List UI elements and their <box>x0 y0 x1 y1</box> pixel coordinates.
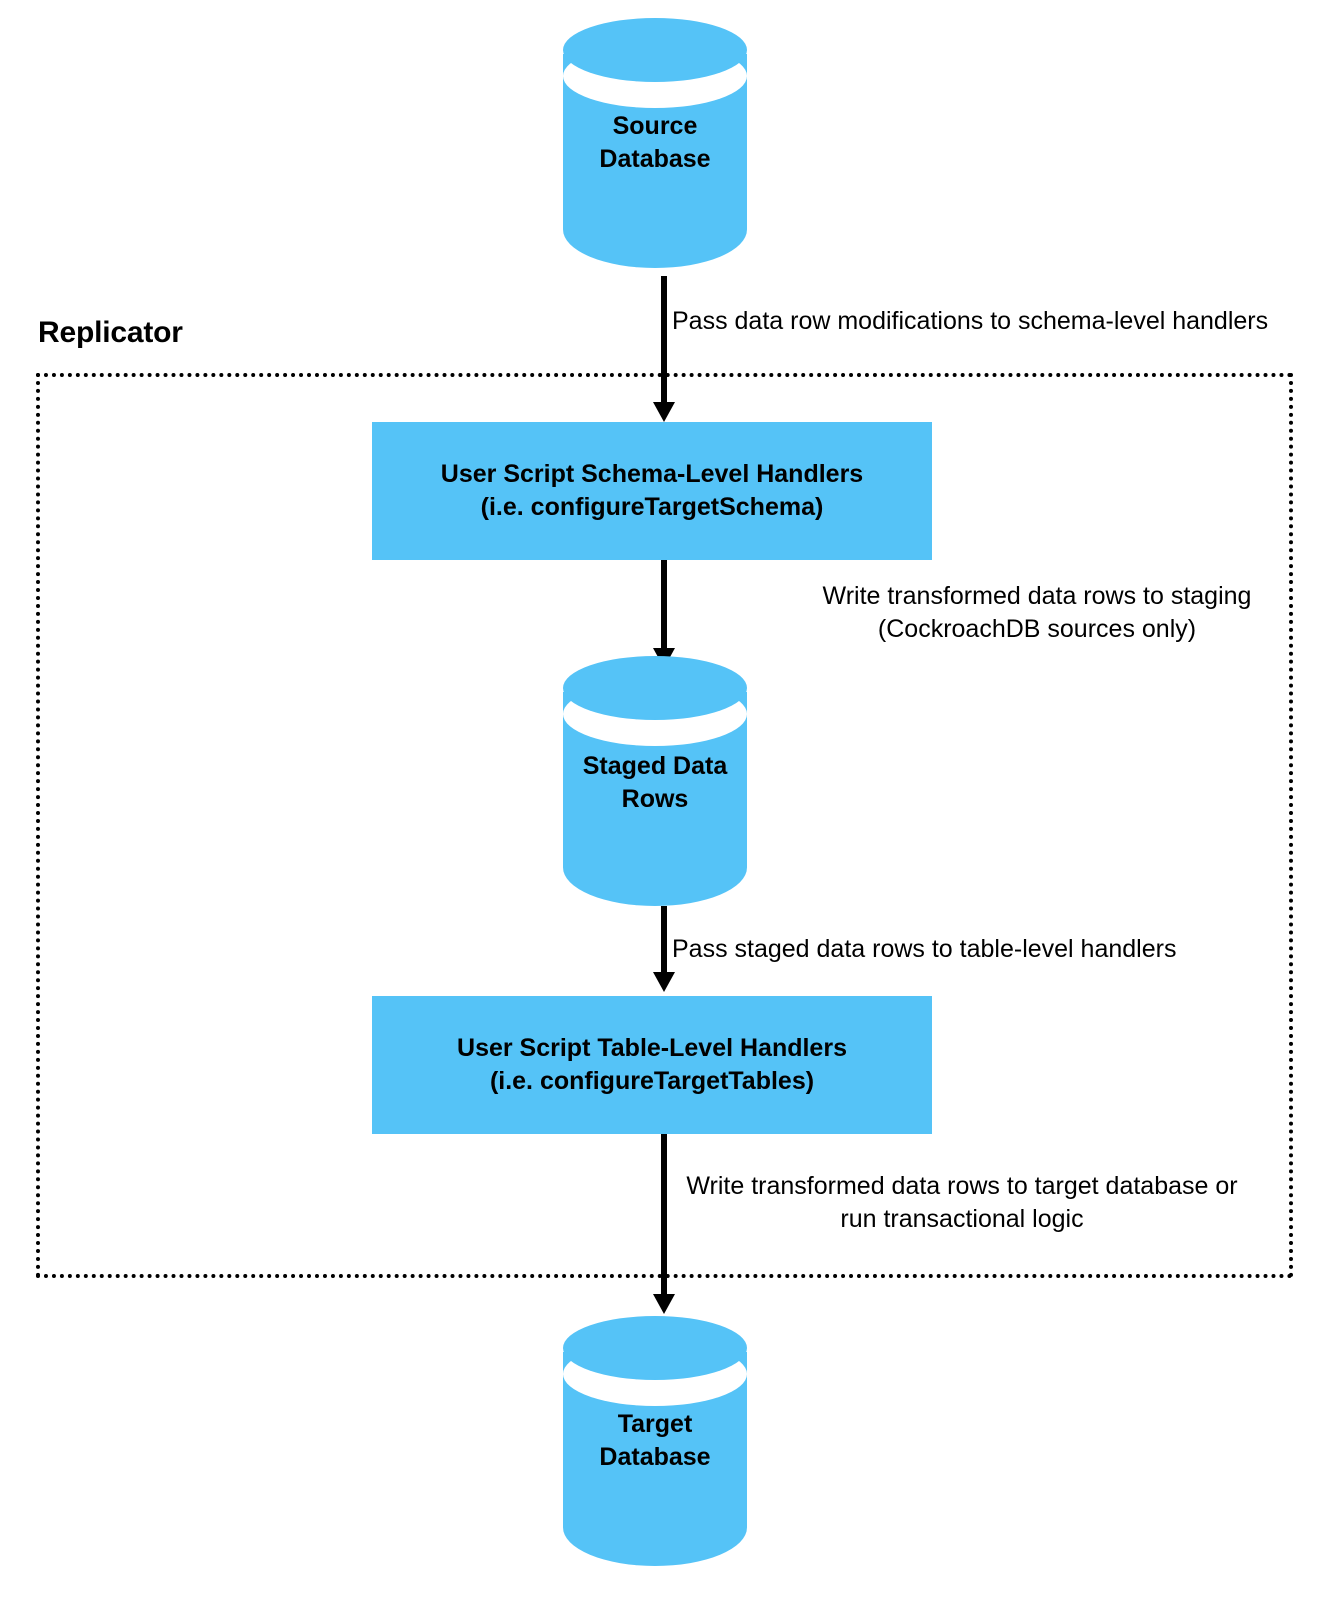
edge-label-write-to-target-database: Write transformed data rows to target da… <box>686 1172 1238 1233</box>
edge-label-pass-data-row-modifications: Pass data row modifications to schema-le… <box>672 307 1269 335</box>
node-label-staged-data-rows: Staged Data Rows <box>582 752 728 813</box>
arrow-staged-rows-to-table-handlers <box>653 906 675 992</box>
arrow-shaft <box>661 560 667 650</box>
node-staged-data-rows: Staged Data Rows <box>563 656 747 906</box>
node-label-target-database: Target Database <box>599 1410 711 1471</box>
arrow-head <box>653 1294 675 1314</box>
edge-label-write-transformed-to-staging: Write transformed data rows to staging (… <box>822 582 1252 643</box>
arrow-shaft <box>661 1134 667 1296</box>
edge-label-pass-staged-rows: Pass staged data rows to table-level han… <box>672 935 1177 963</box>
arrow-head <box>653 402 675 422</box>
node-label-table-level-handlers: User Script Table-Level Handlers (i.e. c… <box>457 1034 847 1095</box>
node-label-schema-level-handlers: User Script Schema-Level Handlers (i.e. … <box>440 460 864 521</box>
arrow-head <box>653 972 675 992</box>
node-target-database: Target Database <box>563 1316 747 1566</box>
node-table-level-handlers: User Script Table-Level Handlers (i.e. c… <box>372 996 932 1134</box>
arrow-shaft <box>661 906 667 974</box>
arrow-table-handlers-to-target-database <box>653 1134 675 1314</box>
cylinder-top-ellipse <box>563 18 747 82</box>
replicator-group-label: Replicator <box>38 316 183 349</box>
cylinder-top-ellipse <box>563 656 747 720</box>
node-schema-level-handlers: User Script Schema-Level Handlers (i.e. … <box>372 422 932 560</box>
arrow-shaft <box>661 276 667 404</box>
node-source-database: Source Database <box>563 18 747 268</box>
cylinder-top-ellipse <box>563 1316 747 1380</box>
arrow-source-to-schema-handlers <box>653 276 675 422</box>
node-label-source-database: Source Database <box>599 112 711 173</box>
